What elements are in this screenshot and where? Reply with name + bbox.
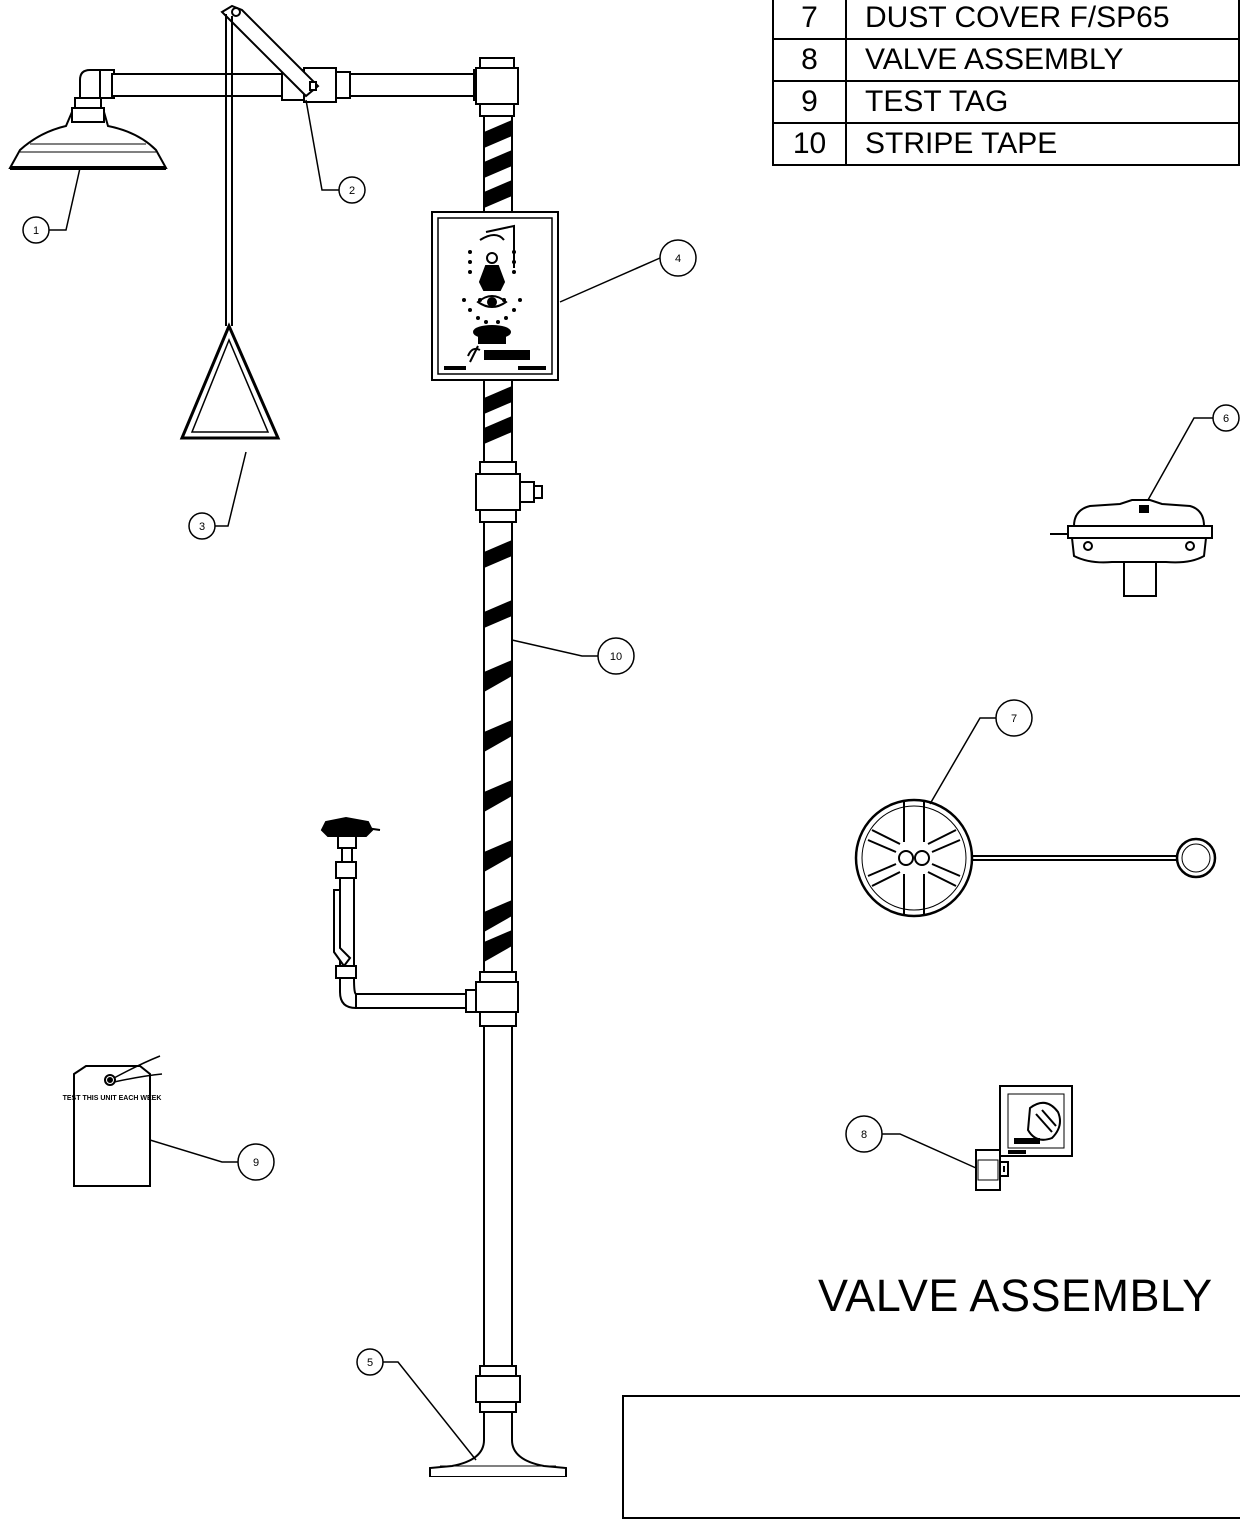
valve-assembly-detail: [975, 1085, 1073, 1191]
part-description: STRIPE TAPE: [845, 122, 1240, 166]
callout-7: 7: [995, 699, 1033, 737]
callout-9: 9: [237, 1143, 275, 1181]
test-tag: TEST THIS UNIT EACH WEEK: [63, 1055, 163, 1187]
svg-text:5: 5: [367, 1357, 373, 1369]
dust-cover-detail: [854, 798, 1217, 918]
svg-text:8: 8: [861, 1129, 867, 1141]
part-description: DUST COVER F/SP65: [845, 0, 1240, 40]
stripe-tape: [484, 120, 512, 962]
callout-8: 8: [845, 1115, 883, 1153]
assembly-drawing: TEST THIS UNIT EACH WEEK: [8, 4, 1240, 1477]
part-number: 8: [772, 38, 847, 82]
shower-head: [8, 69, 168, 170]
part-description: TEST TAG: [845, 80, 1240, 124]
part-number: 9: [772, 80, 847, 124]
callout-10: 10: [597, 637, 635, 675]
part-number: 7: [772, 0, 847, 40]
tag-text: TEST THIS UNIT EACH WEEK: [63, 1095, 162, 1102]
svg-text:10: 10: [610, 651, 622, 663]
callout-6: 6: [1212, 404, 1240, 432]
part-description: VALVE ASSEMBLY: [845, 38, 1240, 82]
svg-text:2: 2: [349, 185, 355, 197]
leader-lines: [48, 99, 1214, 1461]
safety-sign: [431, 211, 559, 381]
svg-text:7: 7: [1011, 713, 1017, 725]
svg-text:9: 9: [253, 1157, 259, 1169]
callout-3: 3: [188, 512, 216, 540]
title-block: [622, 1395, 1240, 1519]
pull-rod: [179, 4, 320, 440]
callout-2: 2: [338, 176, 366, 204]
callout-4: 4: [659, 239, 697, 277]
svg-text:3: 3: [199, 521, 205, 533]
part-number: 10: [772, 122, 847, 166]
view-label: VALVE ASSEMBLY: [818, 1270, 1213, 1321]
eyewash-head-detail: [1050, 499, 1213, 597]
svg-text:6: 6: [1223, 413, 1229, 425]
eyewash-branch: [320, 816, 477, 1013]
callout-5: 5: [356, 1348, 384, 1376]
callout-1: 1: [22, 216, 50, 244]
svg-text:4: 4: [675, 253, 681, 265]
svg-text:1: 1: [33, 225, 39, 237]
